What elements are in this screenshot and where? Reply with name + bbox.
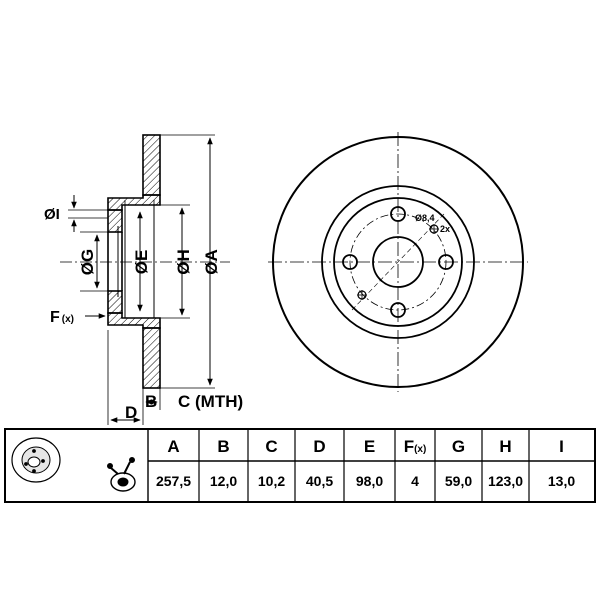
table-header-e: E bbox=[364, 437, 375, 456]
lower-rim-section bbox=[142, 327, 161, 389]
table-header-i: I bbox=[559, 437, 564, 456]
table-header-c: C bbox=[265, 437, 277, 456]
label-B: B bbox=[145, 392, 157, 411]
table-value-g: 59,0 bbox=[445, 473, 472, 489]
label-bolt-count: 2x bbox=[440, 224, 450, 234]
hub-face-lower bbox=[107, 290, 123, 314]
table-header-f: F(x) bbox=[404, 437, 427, 456]
wrench-icon bbox=[107, 457, 136, 492]
table-value-c: 10,2 bbox=[258, 473, 285, 489]
label-dia-I: ØI bbox=[44, 206, 60, 223]
spec-table: A B C D E F(x) G H I 257,5 12,0 10,2 40,5 98,0 4 59,0 1… bbox=[4, 428, 596, 503]
upper-rim-section bbox=[142, 134, 161, 196]
dimension-lines bbox=[71, 137, 213, 423]
lower-hat-section bbox=[107, 312, 161, 329]
table-value-h: 123,0 bbox=[488, 473, 523, 489]
table-value-i: 13,0 bbox=[548, 473, 575, 489]
table-value-f: 4 bbox=[411, 473, 419, 489]
table-header-b: B bbox=[217, 437, 229, 456]
hub-face-upper bbox=[107, 209, 123, 233]
label-dia-H: ØH bbox=[174, 249, 193, 275]
table-header-d: D bbox=[313, 437, 325, 456]
table-value-a: 257,5 bbox=[156, 473, 191, 489]
upper-hat-section bbox=[107, 194, 161, 211]
label-dia-E: ØE bbox=[132, 250, 151, 275]
label-dia-G: ØG bbox=[78, 249, 97, 275]
table-header-a: A bbox=[167, 437, 179, 456]
label-D: D bbox=[125, 403, 137, 422]
table-header-g: G bbox=[452, 437, 465, 456]
table-value-d: 40,5 bbox=[306, 473, 333, 489]
label-dia-A: ØA bbox=[202, 249, 221, 275]
label-bolt-hole: Ø8,4 bbox=[415, 213, 435, 223]
table-value-b: 12,0 bbox=[210, 473, 237, 489]
disc-cross-section bbox=[107, 134, 161, 389]
extension-lines bbox=[68, 134, 215, 425]
table-header-h: H bbox=[499, 437, 511, 456]
table-value-e: 98,0 bbox=[356, 473, 383, 489]
label-C-MTH: C (MTH) bbox=[178, 392, 243, 411]
disc-front-view bbox=[268, 132, 528, 392]
label-F: F(x) bbox=[50, 309, 74, 326]
disc-thumbnail bbox=[11, 437, 61, 483]
